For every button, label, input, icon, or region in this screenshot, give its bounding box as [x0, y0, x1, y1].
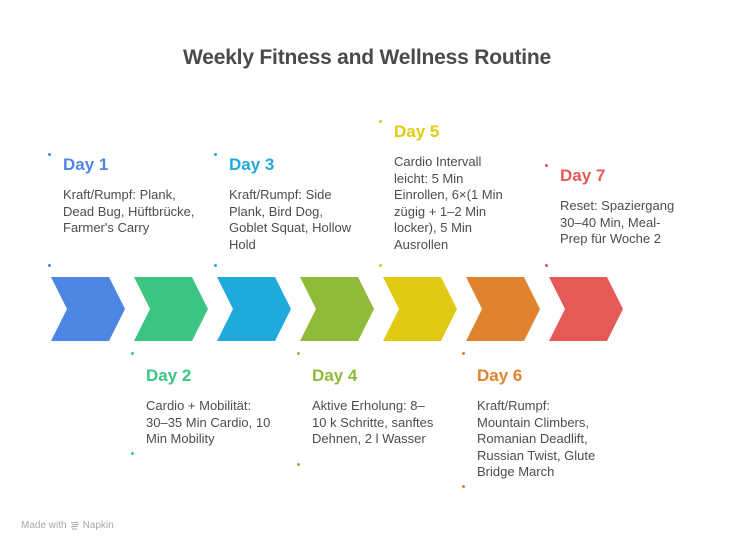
day-card-2: Day 2 Cardio + Mobilität: 30–35 Min Card…	[146, 366, 296, 448]
card-corner-dot	[379, 120, 382, 123]
chevron-day-3	[217, 277, 291, 341]
card-corner-dot	[48, 153, 51, 156]
day-card-7: Day 7 Reset: Spaziergang 30–40 Min, Meal…	[560, 166, 710, 248]
chevron-day-2	[134, 277, 208, 341]
day-description: Reset: Spaziergang 30–40 Min, Meal-Prep …	[560, 198, 675, 246]
card-corner-dot	[131, 452, 134, 455]
day-description: Cardio + Mobilität: 30–35 Min Cardio, 10…	[146, 398, 271, 446]
made-with-text: Made with	[21, 520, 67, 531]
day-label: Day 6	[477, 366, 523, 385]
chevron-day-5	[383, 277, 457, 341]
footer-attribution: Made with Napkin	[21, 520, 114, 531]
day-label: Day 1	[63, 155, 109, 174]
day-card-4: Day 4 Aktive Erholung: 8–10 k Schritte, …	[312, 366, 462, 448]
day-label: Day 4	[312, 366, 358, 385]
day-label: Day 5	[394, 122, 440, 141]
day-label: Day 3	[229, 155, 275, 174]
card-corner-dot	[462, 485, 465, 488]
day-description: Kraft/Rumpf: Plank, Dead Bug, Hüftbrücke…	[63, 187, 195, 235]
card-corner-dot	[379, 264, 382, 267]
diagram-title: Weekly Fitness and Wellness Routine	[183, 46, 551, 69]
napkin-logo-icon	[70, 520, 79, 530]
chevron-day-7	[549, 277, 623, 341]
card-corner-dot	[462, 352, 465, 355]
day-label: Day 2	[146, 366, 192, 385]
card-corner-dot	[297, 463, 300, 466]
day-description: Cardio Intervall leicht: 5 Min Einrollen…	[394, 154, 503, 252]
chevron-day-1	[51, 277, 125, 341]
card-corner-dot	[545, 264, 548, 267]
card-corner-dot	[131, 352, 134, 355]
day-description: Kraft/Rumpf: Side Plank, Bird Dog, Goble…	[229, 187, 352, 252]
day-label: Day 7	[560, 166, 606, 185]
day-description: Kraft/Rumpf: Mountain Climbers, Romanian…	[477, 398, 596, 479]
chevron-day-4	[300, 277, 374, 341]
day-description: Aktive Erholung: 8–10 k Schritte, sanfte…	[312, 398, 434, 446]
napkin-brand-text: Napkin	[82, 520, 114, 531]
day-card-5: Day 5 Cardio Intervall leicht: 5 Min Ein…	[394, 122, 544, 253]
card-corner-dot	[48, 264, 51, 267]
card-corner-dot	[297, 352, 300, 355]
day-card-1: Day 1 Kraft/Rumpf: Plank, Dead Bug, Hüft…	[63, 155, 213, 237]
day-card-3: Day 3 Kraft/Rumpf: Side Plank, Bird Dog,…	[229, 155, 379, 253]
card-corner-dot	[214, 264, 217, 267]
card-corner-dot	[214, 153, 217, 156]
day-card-6: Day 6 Kraft/Rumpf: Mountain Climbers, Ro…	[477, 366, 627, 481]
card-corner-dot	[545, 164, 548, 167]
chevron-day-6	[466, 277, 540, 341]
